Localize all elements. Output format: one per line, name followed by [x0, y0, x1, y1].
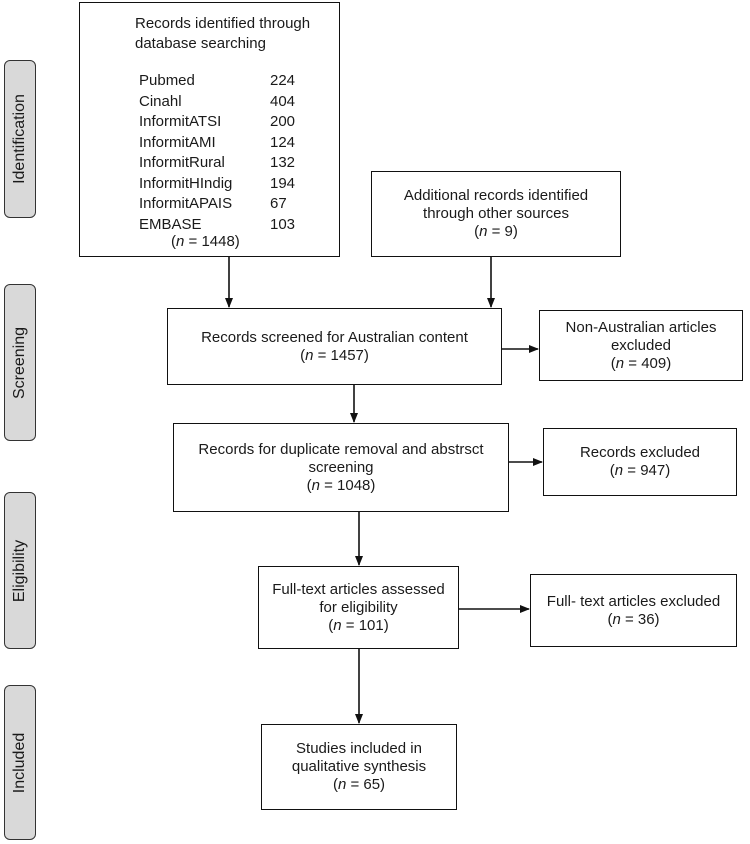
non-australian-line1: Non-Australian articles [565, 318, 717, 336]
non-australian-line2: excluded [610, 336, 672, 354]
source-count: 67 [270, 195, 287, 212]
source-row: InformitRural 132 [139, 153, 310, 174]
records-excluded-box: Records excluded (n = 947) [543, 428, 737, 496]
non-australian-excluded-box: Non-Australian articles excluded (n = 40… [539, 310, 743, 381]
fulltext-total-value: = 101) [341, 616, 389, 634]
database-search-title: Records identified through database sear… [135, 14, 310, 54]
stage-tab-included: Included [4, 685, 36, 840]
database-total-value: = 1448) [184, 233, 240, 250]
source-row: InformitATSI 200 [139, 112, 310, 133]
fulltext-line1: Full-text articles assessed [272, 580, 445, 598]
database-total: (n = 1448) [171, 233, 240, 250]
source-row: EMBASE 103 [139, 215, 310, 236]
fulltext-total: (n = 101) [328, 616, 389, 634]
source-name: Pubmed [139, 72, 195, 89]
stage-tab-screening: Screening [4, 284, 36, 441]
source-count: 224 [270, 72, 296, 89]
source-count: 404 [270, 92, 296, 110]
source-count: 103 [270, 215, 296, 233]
records-excluded-line1: Records excluded [579, 444, 701, 461]
records-excluded-total: (n = 947) [609, 462, 671, 479]
records-excluded-total-value: = 947) [623, 462, 671, 479]
source-count: 124 [270, 133, 296, 151]
source-name: InformitAPAIS [139, 195, 233, 212]
source-name: InformitHIndig [139, 174, 233, 192]
n-symbol: n [176, 233, 185, 250]
source-row: InformitHIndig 194 [139, 174, 310, 195]
source-count: 200 [270, 113, 296, 130]
included-total-value: = 65) [346, 776, 386, 793]
screened-total-value: = 1457) [313, 346, 369, 364]
source-count: 194 [270, 174, 296, 192]
other-sources-line1: Additional records identified [403, 187, 589, 204]
database-title-line1: Records identified through [135, 15, 311, 32]
screened-line1: Records screened for Australian content [201, 328, 468, 346]
duplicate-total: (n = 1048) [306, 476, 376, 494]
duplicate-removal-box: Records for duplicate removal and abstrs… [173, 423, 509, 512]
other-sources-line2: through other sources [423, 205, 569, 222]
duplicate-total-value: = 1048) [319, 476, 376, 494]
database-title-line2: database searching [135, 35, 266, 52]
other-sources-total: (n = 9) [474, 223, 518, 240]
stage-tab-identification: Identification [4, 60, 36, 218]
included-line2: qualitative synthesis [291, 758, 427, 775]
source-name: InformitRural [139, 154, 225, 171]
source-count: 132 [270, 154, 296, 171]
other-sources-total-value: = 9) [487, 223, 518, 240]
source-name: EMBASE [139, 215, 202, 233]
database-search-box [79, 2, 340, 257]
screened-box: Records screened for Australian content … [167, 308, 502, 385]
duplicate-line1: Records for duplicate removal and abstrs… [198, 440, 484, 458]
screened-total: (n = 1457) [300, 346, 369, 364]
source-row: Pubmed 224 [139, 71, 310, 92]
source-name: Cinahl [139, 92, 182, 110]
source-row: InformitAPAIS 67 [139, 194, 310, 215]
fulltext-excluded-total: (n = 36) [607, 610, 660, 628]
included-line1: Studies included in [296, 740, 422, 757]
fulltext-excluded-line1: Full- text articles excluded [546, 592, 721, 610]
database-source-list: Pubmed 224 Cinahl 404 InformitATSI 200 Info… [139, 71, 310, 235]
fulltext-excluded-total-value: = 36) [620, 610, 660, 628]
fulltext-line2: for eligibility [319, 598, 398, 616]
source-name: InformitATSI [139, 113, 222, 130]
source-row: InformitAMI 124 [139, 133, 310, 154]
source-row: Cinahl 404 [139, 92, 310, 113]
other-sources-box: Additional records identified through ot… [371, 171, 621, 257]
studies-included-box: Studies included in qualitative synthesi… [261, 724, 457, 810]
non-australian-total: (n = 409) [610, 354, 672, 372]
fulltext-assessed-box: Full-text articles assessed for eligibil… [258, 566, 459, 649]
non-australian-total-value: = 409) [624, 354, 672, 372]
fulltext-excluded-box: Full- text articles excluded (n = 36) [530, 574, 737, 647]
source-name: InformitAMI [139, 133, 216, 151]
stage-tab-eligibility: Eligibility [4, 492, 36, 649]
included-total: (n = 65) [332, 776, 386, 793]
duplicate-line2: screening [308, 458, 374, 476]
